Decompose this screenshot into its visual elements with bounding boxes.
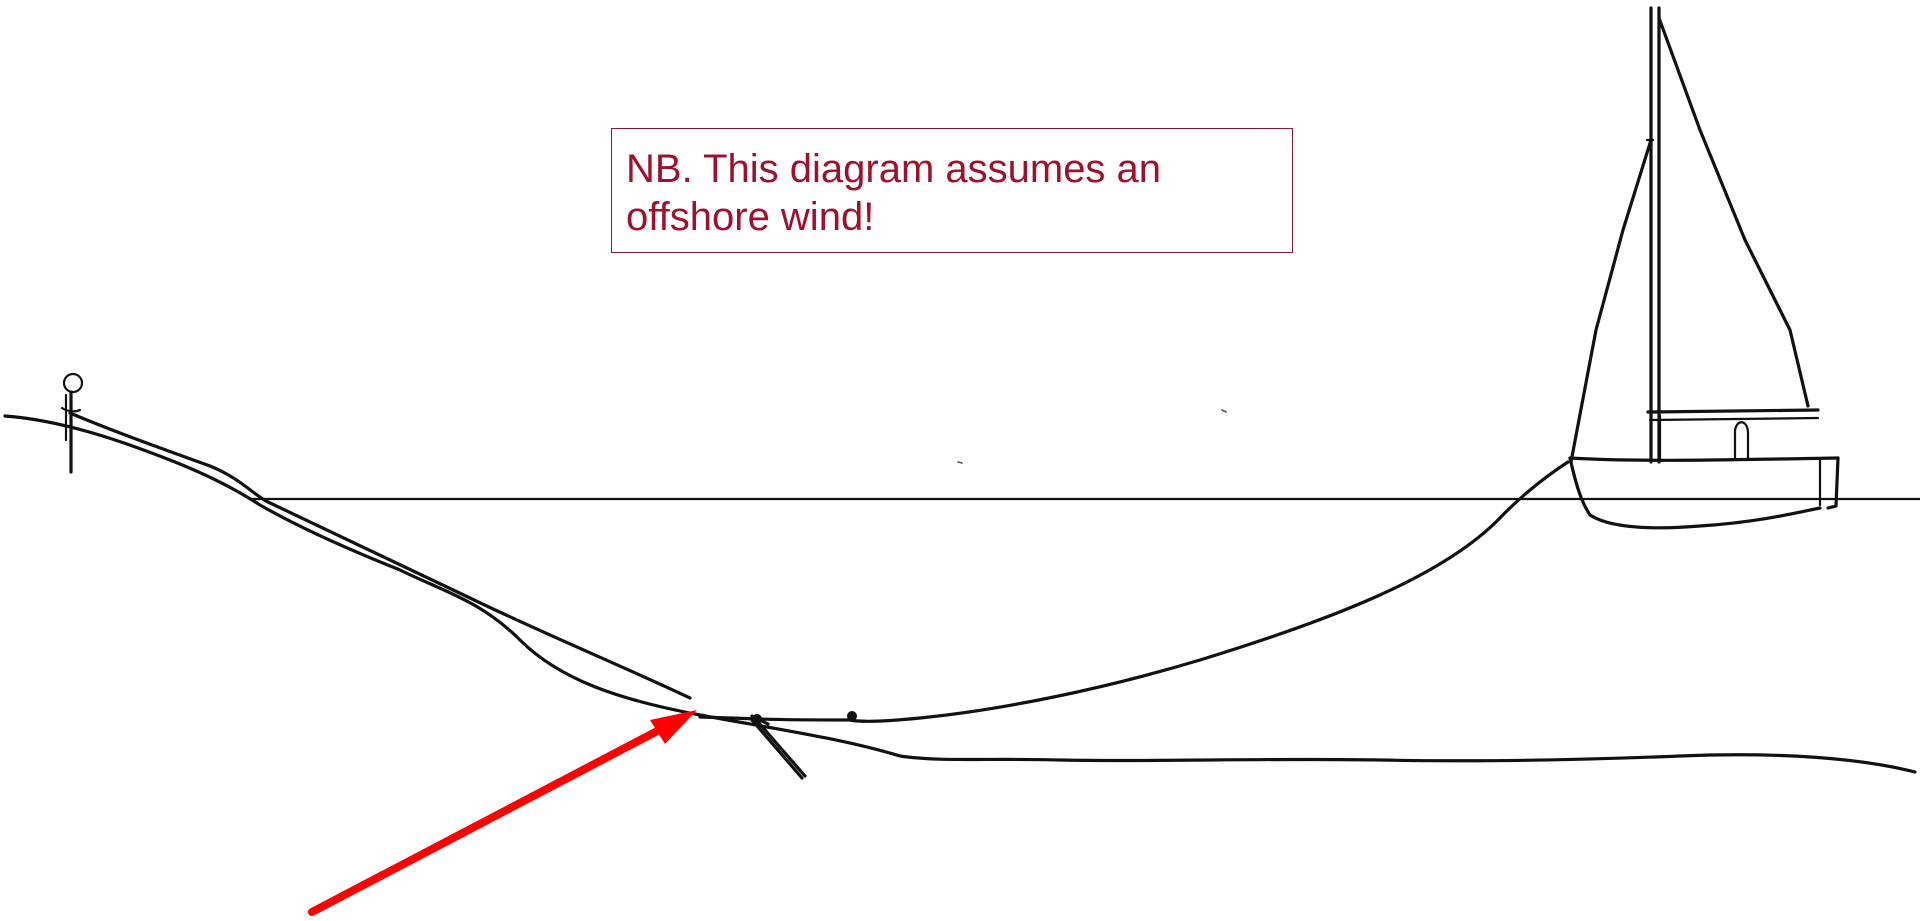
anchor-rode-line	[848, 460, 1570, 723]
shore-line	[68, 411, 692, 700]
paper-speck	[957, 461, 963, 464]
mooring-post-icon	[60, 372, 84, 474]
paper-speck	[1221, 409, 1227, 413]
seabed-line	[3, 414, 1917, 774]
anchor-icon	[750, 714, 807, 780]
note-box: NB. This diagram assumes an offshore win…	[611, 128, 1293, 253]
chain-shackle-right	[847, 711, 857, 721]
note-line-2: offshore wind!	[626, 195, 875, 239]
sailboat-icon	[1568, 6, 1840, 530]
red-arrow-icon	[308, 710, 697, 916]
note-line-1: NB. This diagram assumes an	[626, 147, 1162, 191]
